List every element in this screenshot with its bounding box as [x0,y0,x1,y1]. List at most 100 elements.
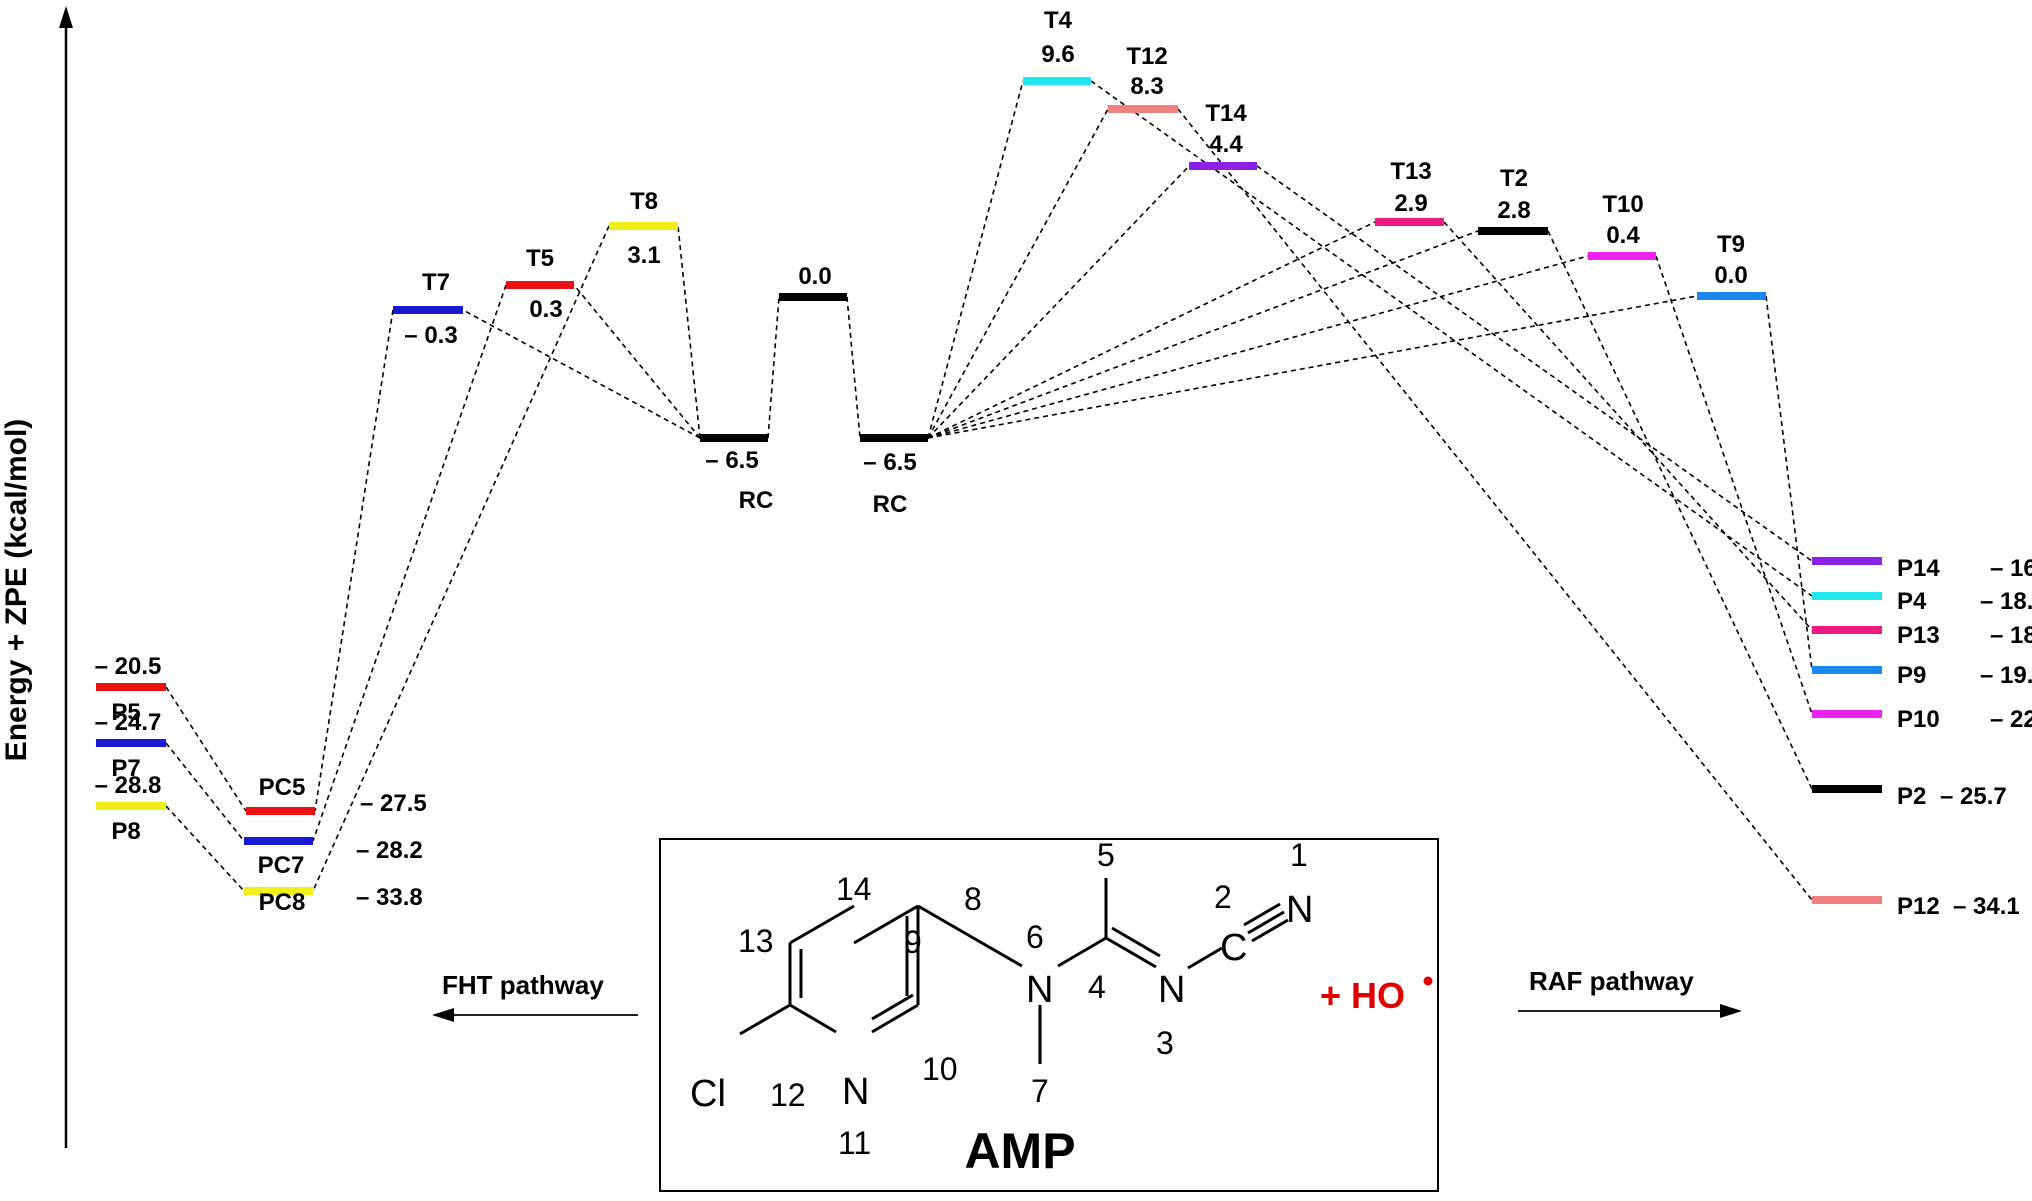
connector-lines [165,80,1813,901]
radical-dot [1423,976,1433,986]
level-energy-p12: – 34.1 [1953,893,2020,920]
connector-line [927,255,1589,439]
connector-line [1090,80,1813,597]
atom-number-14: 14 [836,871,872,907]
level-name-p7: P7 [111,755,140,782]
connector-line [927,108,1109,439]
level-energy-pc5: – 27.5 [360,790,427,817]
level-energy-p7: – 24.7 [95,709,162,736]
atom-number-12: 12 [770,1077,806,1113]
connector-line [927,295,1698,439]
atom-n6: N [1026,969,1053,1011]
atom-number-6: 6 [1026,919,1044,955]
atom-number-10: 10 [922,1051,958,1087]
raf-arrow-head [1720,1004,1742,1018]
level-energy-t9: 0.0 [1714,262,1747,289]
level-energy-t14: 4.4 [1209,131,1243,158]
connector-line [165,686,247,812]
connector-line [846,296,861,439]
level-energy-ts-center: 0.0 [798,263,831,290]
connector-line [1443,221,1813,631]
atom-n1: N [1286,889,1313,931]
atom-n3: N [1158,969,1185,1011]
atom-number-1: 1 [1290,837,1308,873]
atom-number-3: 3 [1156,1025,1174,1061]
level-energy-t2: 2.8 [1497,197,1530,224]
atom-c2: C [1220,927,1247,969]
level-energy-p8: – 28.8 [95,772,162,799]
level-name-rc-left: RC [739,487,774,514]
level-name-pc7: PC7 [258,852,305,879]
level-energy-t12: 8.3 [1130,73,1163,100]
connector-line [1177,108,1813,901]
level-name-t12: T12 [1126,43,1167,70]
level-name-t2: T2 [1500,165,1528,192]
level-name-rc-right: RC [873,491,908,518]
atom-number-13: 13 [738,923,774,959]
level-name-t14: T14 [1205,100,1247,127]
level-energy-p4: – 18.1 [1980,588,2032,615]
atom-number-11: 11 [838,1125,871,1161]
level-energy-p14: – 16.2 [1990,555,2032,582]
level-energy-p10: – 22.7 [1990,706,2032,733]
level-energy-t7: – 0.3 [404,322,457,349]
level-energy-rc-right: – 6.5 [863,449,916,476]
atom-number-8: 8 [964,881,982,917]
connector-line [314,309,394,812]
atom-n-ring: N [842,1071,869,1113]
y-axis-arrowhead [59,6,73,28]
fht-pathway-label: FHT pathway [442,970,604,1000]
connector-line [165,805,245,892]
connector-line [1765,295,1813,671]
atom-number-9: 9 [904,924,922,960]
y-axis-label: Energy + ZPE (kcal/mol) [0,419,33,762]
level-name-t13: T13 [1390,158,1431,185]
connector-line [927,80,1024,439]
level-name-p13: P13 [1897,622,1940,649]
connector-line [312,225,610,892]
level-name-t9: T9 [1717,231,1745,258]
level-energy-p5: – 20.5 [95,653,162,680]
connector-line [462,309,701,439]
atom-cl: Cl [690,1073,726,1115]
fht-arrow-head [432,1008,454,1022]
level-energy-p9: – 19.6 [1980,662,2032,689]
atom-number-5: 5 [1097,837,1115,873]
raf-pathway-label: RAF pathway [1529,966,1694,996]
connector-line [573,284,701,439]
connector-line [927,230,1479,439]
level-energy-t13: 2.9 [1394,190,1427,217]
level-name-pc8: PC8 [259,889,306,916]
level-name-t10: T10 [1602,191,1643,218]
level-energy-pc8: – 33.8 [356,884,423,911]
molecule-name: AMP [964,1123,1075,1179]
level-energy-t5: 0.3 [529,296,562,323]
level-energy-p2: – 25.7 [1940,783,2007,810]
hydroxyl-radical-label: + HO [1320,975,1405,1016]
level-energy-rc-left: – 6.5 [705,447,758,474]
atom-number-4: 4 [1088,969,1106,1005]
molecule-box [659,838,1439,1192]
level-name-p10: P10 [1897,706,1940,733]
fht-pathway: FHT pathway [432,970,638,1022]
connector-line [1256,165,1813,562]
level-energy-t4: 9.6 [1041,41,1074,68]
atom-number-2: 2 [1214,879,1232,915]
level-name-p4: P4 [1897,588,1927,615]
level-energy-t8: 3.1 [627,242,660,269]
connector-line [165,742,245,842]
level-name-p12: P12 [1897,893,1940,920]
level-energy-t10: 0.4 [1606,222,1640,249]
level-name-p5: P5 [111,699,140,726]
connector-line [312,284,507,842]
connector-line [927,221,1376,439]
level-name-p8: P8 [111,818,140,845]
level-energy-p13: – 18.5 [1990,622,2032,649]
level-name-t4: T4 [1044,7,1073,34]
amp-molecule: Cl N N N C N 1 2 3 4 5 6 7 8 9 10 11 12 … [659,837,1439,1192]
connector-line [767,296,780,439]
level-name-p9: P9 [1897,662,1926,689]
level-name-p2: P2 [1897,783,1926,810]
connector-line [677,225,701,439]
